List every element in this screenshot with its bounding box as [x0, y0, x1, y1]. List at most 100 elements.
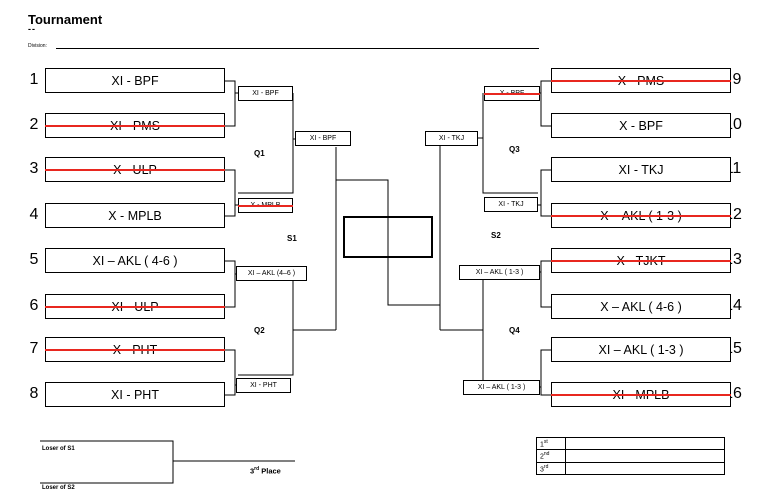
team-box[interactable]: XI - PMS — [45, 113, 225, 138]
round2-team: XI - PHT — [250, 382, 277, 389]
round2-team: XI – AKL ( 1-3 ) — [475, 269, 524, 276]
team-name: XI - BPF — [111, 73, 159, 88]
team-box[interactable]: X - PHT — [45, 337, 225, 362]
team-box[interactable]: XI – AKL ( 1-3 ) — [551, 337, 731, 362]
team-box[interactable]: XI – AKL ( 4-6 ) — [45, 248, 225, 273]
round2-box[interactable]: X - MPLB — [238, 198, 293, 213]
team-box[interactable]: X - MPLB — [45, 203, 225, 228]
right-semi-box[interactable]: XI - TKJ — [425, 131, 478, 146]
elimination-strike — [45, 348, 225, 351]
elimination-strike — [484, 92, 540, 95]
placement-team-field[interactable] — [565, 449, 725, 463]
label-q3: Q3 — [509, 145, 520, 154]
placement-suffix: nd — [543, 451, 550, 458]
round2-team: XI – AKL (4–6 ) — [247, 270, 296, 277]
bracket-line-l4 — [225, 349, 236, 396]
placement-num: 3 — [540, 465, 544, 473]
team-name: X - BPF — [619, 118, 663, 133]
seed-number: 2 — [29, 116, 39, 133]
seed-number: 5 — [29, 251, 39, 268]
bracket-line-s1-top — [336, 179, 440, 306]
third-place-num: 3 — [250, 466, 255, 476]
elimination-strike — [45, 305, 225, 308]
page-title: Tournament — [28, 12, 103, 27]
seed-number: 7 — [29, 340, 39, 357]
seed-number: 3 — [29, 160, 39, 177]
bracket-line-r1 — [540, 80, 551, 127]
team-box[interactable]: X - ULP — [45, 157, 225, 182]
placement-row: 2nd — [536, 449, 725, 463]
division-field-line[interactable] — [56, 48, 539, 49]
placement-rank: 3rd — [536, 461, 566, 475]
seed-number: 4 — [29, 206, 39, 223]
label-s1: S1 — [287, 234, 297, 243]
team-name: X – AKL ( 4-6 ) — [600, 299, 682, 314]
round2-team: XI - TKJ — [498, 201, 524, 208]
placement-team-field[interactable] — [565, 461, 725, 475]
loser-s1-label: Loser of S1 — [42, 446, 75, 452]
bracket-line-l3 — [225, 260, 236, 308]
third-place-label: 3rd Place — [250, 466, 281, 476]
placement-num: 1 — [540, 441, 544, 449]
team-box[interactable]: XI - BPF — [45, 68, 225, 93]
team-name: XI – AKL ( 4-6 ) — [92, 253, 178, 268]
title-dashes: -- — [28, 24, 36, 34]
round2-box[interactable]: XI - BPF — [238, 86, 293, 101]
third-place-text: Place — [259, 466, 281, 476]
bracket-line-third — [40, 440, 174, 484]
bracket-line-r2 — [540, 169, 551, 217]
team-box[interactable]: XI - ULP — [45, 294, 225, 319]
round2-box[interactable]: XI – AKL (4–6 ) — [236, 266, 307, 281]
elimination-strike — [551, 259, 731, 262]
round2-box[interactable]: XI - TKJ — [484, 197, 538, 212]
team-box[interactable]: XI - PHT — [45, 382, 225, 407]
label-q1: Q1 — [254, 149, 265, 158]
team-box[interactable]: X - TJKT — [551, 248, 731, 273]
elimination-strike — [45, 124, 225, 127]
team-box[interactable]: XI - TKJ — [551, 157, 731, 182]
team-box[interactable]: XI - MPLB — [551, 382, 731, 407]
bracket-line-q3 — [482, 93, 538, 194]
placement-rank: 1st — [536, 436, 566, 451]
seed-number: 9 — [732, 71, 742, 88]
placement-row: 3rd — [536, 461, 725, 475]
round2-box[interactable]: XI – AKL ( 1-3 ) — [463, 380, 540, 395]
label-q4: Q4 — [509, 326, 520, 335]
round2-team: XI – AKL ( 1-3 ) — [477, 384, 526, 391]
placement-team-field[interactable] — [565, 436, 725, 451]
elimination-strike — [238, 204, 293, 207]
bracket-line-l1 — [225, 80, 236, 127]
placement-row: 1st — [536, 436, 725, 451]
elimination-strike — [551, 214, 731, 217]
label-s2: S2 — [491, 231, 501, 240]
division-label: Division: — [28, 43, 47, 49]
seed-number: 8 — [29, 385, 39, 402]
bracket-line-q2 — [238, 274, 294, 376]
round2-box[interactable]: X - BPF — [484, 86, 540, 101]
round2-team: XI - BPF — [252, 90, 279, 97]
label-q2: Q2 — [254, 326, 265, 335]
placement-suffix: rd — [543, 463, 549, 470]
team-box[interactable]: X - BPF — [551, 113, 731, 138]
placement-num: 2 — [540, 453, 544, 461]
round2-box[interactable]: XI - PHT — [236, 378, 291, 393]
left-semi-box[interactable]: XI - BPF — [295, 131, 351, 146]
champion-box[interactable] — [343, 216, 433, 258]
round2-box[interactable]: XI – AKL ( 1-3 ) — [459, 265, 540, 280]
bracket-line-l2 — [225, 169, 236, 217]
placement-suffix: st — [543, 439, 548, 445]
elimination-strike — [551, 79, 731, 82]
loser-s2-label: Loser of S2 — [42, 485, 75, 491]
bracket-line-q1 — [238, 93, 294, 194]
team-name: X - MPLB — [108, 208, 162, 223]
team-name: XI - PHT — [111, 387, 159, 402]
team-box[interactable]: X - PMS — [551, 68, 731, 93]
placement-rank: 2nd — [536, 449, 566, 463]
elimination-strike — [551, 393, 731, 396]
team-box[interactable]: X – AKL ( 1-3 ) — [551, 203, 731, 228]
seed-number: 6 — [29, 297, 39, 314]
seed-number: 1 — [29, 71, 39, 88]
team-box[interactable]: X – AKL ( 4-6 ) — [551, 294, 731, 319]
